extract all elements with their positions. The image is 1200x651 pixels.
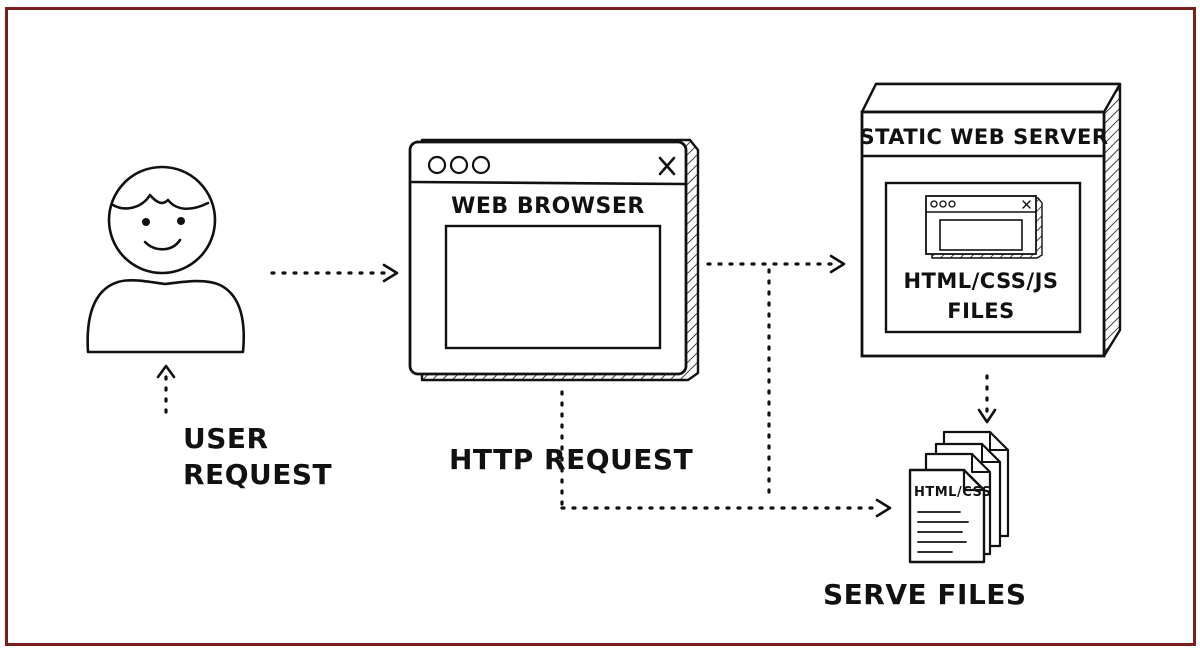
server-title: STATIC WEB SERVER: [859, 125, 1108, 149]
files-doc-label: HTML/CSS: [914, 485, 992, 500]
to-files-arrowhead: [875, 498, 892, 518]
mini-browser-icon: [925, 195, 1043, 259]
web-browser-window: WEB BROWSER: [408, 138, 700, 382]
server-to-files-arrowhead: [977, 408, 997, 424]
user-to-browser-arrowhead: [382, 263, 399, 283]
user-figure: USER REQUEST: [86, 165, 332, 491]
user-label-line1: USER: [183, 422, 269, 455]
browser-dot-2-icon: [449, 155, 469, 175]
server-files-line1: HTML/CSS/JS: [903, 269, 1058, 293]
user-head-icon: [86, 165, 245, 354]
browser-dot-3-icon: [471, 155, 491, 175]
user-label-line2: REQUEST: [183, 458, 332, 491]
browser-dot-1-icon: [427, 155, 447, 175]
browser-title: WEB BROWSER: [451, 194, 645, 219]
static-web-server: STATIC WEB SERVER HTML/CSS/JS FILES: [859, 82, 1122, 358]
serve-files-label: SERVE FILES: [823, 578, 1027, 611]
user-request-arrowhead: [156, 364, 176, 379]
http-request-label: HTTP REQUEST: [449, 443, 693, 476]
browser-to-server-arrowhead: [829, 254, 846, 274]
browser-close-icon: [658, 156, 676, 176]
server-files-line2: FILES: [947, 299, 1015, 323]
files-stack-icon: HTML/CSS: [908, 430, 1010, 564]
browser-content-area: [444, 224, 662, 350]
